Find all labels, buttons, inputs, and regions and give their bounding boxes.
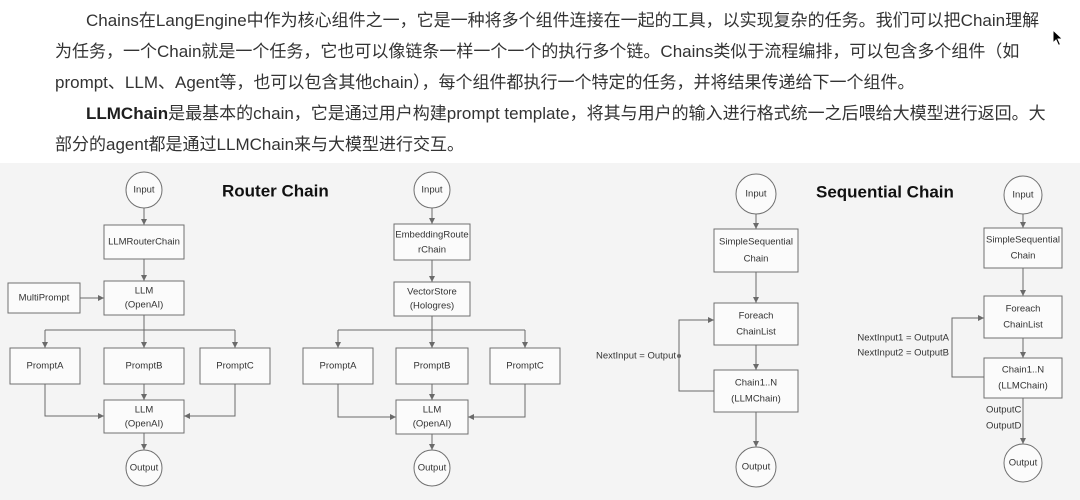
router-chain-diagram-llm: Input LLMRouterChain MultiPrompt LLM (Op… bbox=[7, 171, 271, 487]
output-node-label: Output bbox=[130, 463, 159, 474]
article-text: Chains在LangEngine中作为核心组件之一，它是一种将多个组件连接在一… bbox=[55, 5, 1050, 160]
figure-content: Router Chain Sequential Chain Input LLMR… bbox=[7, 171, 1063, 488]
simple-sequential-chain-label-line1: SimpleSequential bbox=[719, 237, 793, 248]
llmchain-bold-term: LLMChain bbox=[86, 104, 169, 123]
input-node-label: Input bbox=[133, 185, 154, 196]
prompt-c-label: PromptC bbox=[506, 361, 544, 372]
llm-openai-output-label-line1: LLM bbox=[135, 405, 154, 416]
llm-openai-output-node bbox=[103, 399, 185, 434]
prompt-c-node bbox=[489, 347, 561, 385]
arrow-prompt-c-to-llm bbox=[184, 384, 236, 419]
prompt-b-label: PromptB bbox=[414, 361, 451, 372]
loop-label-next-input-2: NextInput2 = OutputB bbox=[857, 348, 949, 359]
output-node bbox=[413, 449, 451, 487]
paragraph-chains: Chains在LangEngine中作为核心组件之一，它是一种将多个组件连接在一… bbox=[55, 5, 1050, 98]
foreach-chainlist-label-line1: Foreach bbox=[739, 311, 774, 322]
llm-openai-label-line2: (OpenAI) bbox=[413, 419, 452, 430]
output-node bbox=[735, 446, 777, 488]
prompt-a-node bbox=[302, 347, 374, 385]
chain1-n-llmchain-node bbox=[713, 369, 799, 413]
arrow-prompt-c-to-llm bbox=[468, 384, 526, 420]
sequential-chain-diagram-multi: Input SimpleSequential Chain Foreach Cha… bbox=[857, 175, 1063, 483]
llm-router-chain-node bbox=[103, 224, 185, 260]
chain-output-label-c: OutputC bbox=[986, 405, 1022, 416]
embedding-router-chain-label-line2: rChain bbox=[418, 245, 446, 256]
loop-arrow-chains-to-foreach bbox=[951, 315, 984, 378]
foreach-chainlist-node bbox=[713, 302, 799, 346]
arrow-prompt-a-to-llm bbox=[44, 384, 104, 419]
output-node bbox=[125, 449, 163, 487]
router-chain-diagram-embedding: Input EmbeddingRoute rChain VectorStore … bbox=[302, 171, 561, 487]
foreach-chainlist-label-line1: Foreach bbox=[1006, 304, 1041, 315]
llm-openai-label-line1: LLM bbox=[423, 405, 442, 416]
vector-store-label-line1: VectorStore bbox=[407, 287, 457, 298]
simple-sequential-chain-node bbox=[713, 228, 799, 273]
paragraph-llmchain-text: 是最基本的chain，它是通过用户构建prompt template，将其与用户… bbox=[55, 104, 1046, 154]
router-chain-title: Router Chain bbox=[222, 182, 329, 201]
multi-prompt-label: MultiPrompt bbox=[19, 293, 70, 304]
prompt-a-node bbox=[9, 347, 81, 385]
chain1-n-label-line2: (LLMChain) bbox=[731, 394, 781, 405]
embedding-router-chain-node bbox=[393, 223, 471, 261]
input-node-label: Input bbox=[745, 189, 766, 200]
output-node-label: Output bbox=[418, 463, 447, 474]
prompt-c-label: PromptC bbox=[216, 361, 254, 372]
loop-label-anchor-dot bbox=[677, 354, 681, 358]
output-node-label: Output bbox=[742, 462, 771, 473]
paragraph-llmchain: LLMChain是最基本的chain，它是通过用户构建prompt templa… bbox=[55, 98, 1050, 160]
output-node-label: Output bbox=[1009, 458, 1038, 469]
prompt-b-node bbox=[103, 347, 185, 385]
chain-diagrams-canvas: Router Chain Sequential Chain Input LLMR… bbox=[7, 171, 1063, 488]
prompt-b-label: PromptB bbox=[126, 361, 163, 372]
chain-output-label-d: OutputD bbox=[986, 421, 1022, 432]
input-node-label: Input bbox=[1012, 190, 1033, 201]
chain1-n-label-line2: (LLMChain) bbox=[998, 381, 1048, 392]
simple-sequential-chain-node bbox=[983, 227, 1063, 269]
mouse-pointer-icon bbox=[1052, 29, 1064, 47]
llm-openai-node bbox=[395, 399, 469, 435]
mouse-pointer-shape bbox=[1052, 29, 1064, 47]
prompt-c-node bbox=[199, 347, 271, 385]
output-node bbox=[1003, 443, 1043, 483]
foreach-chainlist-node bbox=[983, 295, 1063, 339]
llm-openai-label-line2: (OpenAI) bbox=[125, 300, 164, 311]
prompt-b-node bbox=[395, 347, 469, 385]
llm-openai-node bbox=[103, 280, 185, 316]
input-node-label: Input bbox=[421, 185, 442, 196]
simple-sequential-chain-label-line1: SimpleSequential bbox=[986, 235, 1060, 246]
sequential-chain-diagram-single: Input SimpleSequential Chain Foreach Cha… bbox=[596, 173, 799, 488]
llm-openai-output-label-line2: (OpenAI) bbox=[125, 419, 164, 430]
arrow-prompt-a-to-llm bbox=[337, 384, 396, 420]
loop-label-next-input-1: NextInput1 = OutputA bbox=[857, 333, 949, 344]
foreach-chainlist-label-line2: ChainList bbox=[736, 327, 776, 338]
llm-openai-label-line1: LLM bbox=[135, 286, 154, 297]
chain1-n-label-line1: Chain1..N bbox=[735, 378, 777, 389]
llm-router-chain-label: LLMRouterChain bbox=[108, 237, 180, 248]
prompt-a-label: PromptA bbox=[320, 361, 358, 372]
vector-store-label-line2: (Hologres) bbox=[410, 301, 454, 312]
sequential-chain-title: Sequential Chain bbox=[816, 183, 954, 202]
foreach-chainlist-label-line2: ChainList bbox=[1003, 320, 1043, 331]
chain1-n-label-line1: Chain1..N bbox=[1002, 365, 1044, 376]
paragraph-chains-text: Chains在LangEngine中作为核心组件之一，它是一种将多个组件连接在一… bbox=[55, 11, 1040, 92]
multi-prompt-node bbox=[7, 282, 81, 314]
simple-sequential-chain-label-line2: Chain bbox=[1011, 251, 1036, 262]
embedding-router-chain-label-line1: EmbeddingRoute bbox=[395, 230, 468, 241]
simple-sequential-chain-label-line2: Chain bbox=[744, 254, 769, 265]
loop-label-next-input: NextInput = Output bbox=[596, 351, 676, 362]
prompt-a-label: PromptA bbox=[27, 361, 65, 372]
chain-diagrams-figure: Router Chain Sequential Chain Input LLMR… bbox=[0, 163, 1080, 500]
loop-arrow-chains-to-foreach bbox=[678, 317, 714, 392]
